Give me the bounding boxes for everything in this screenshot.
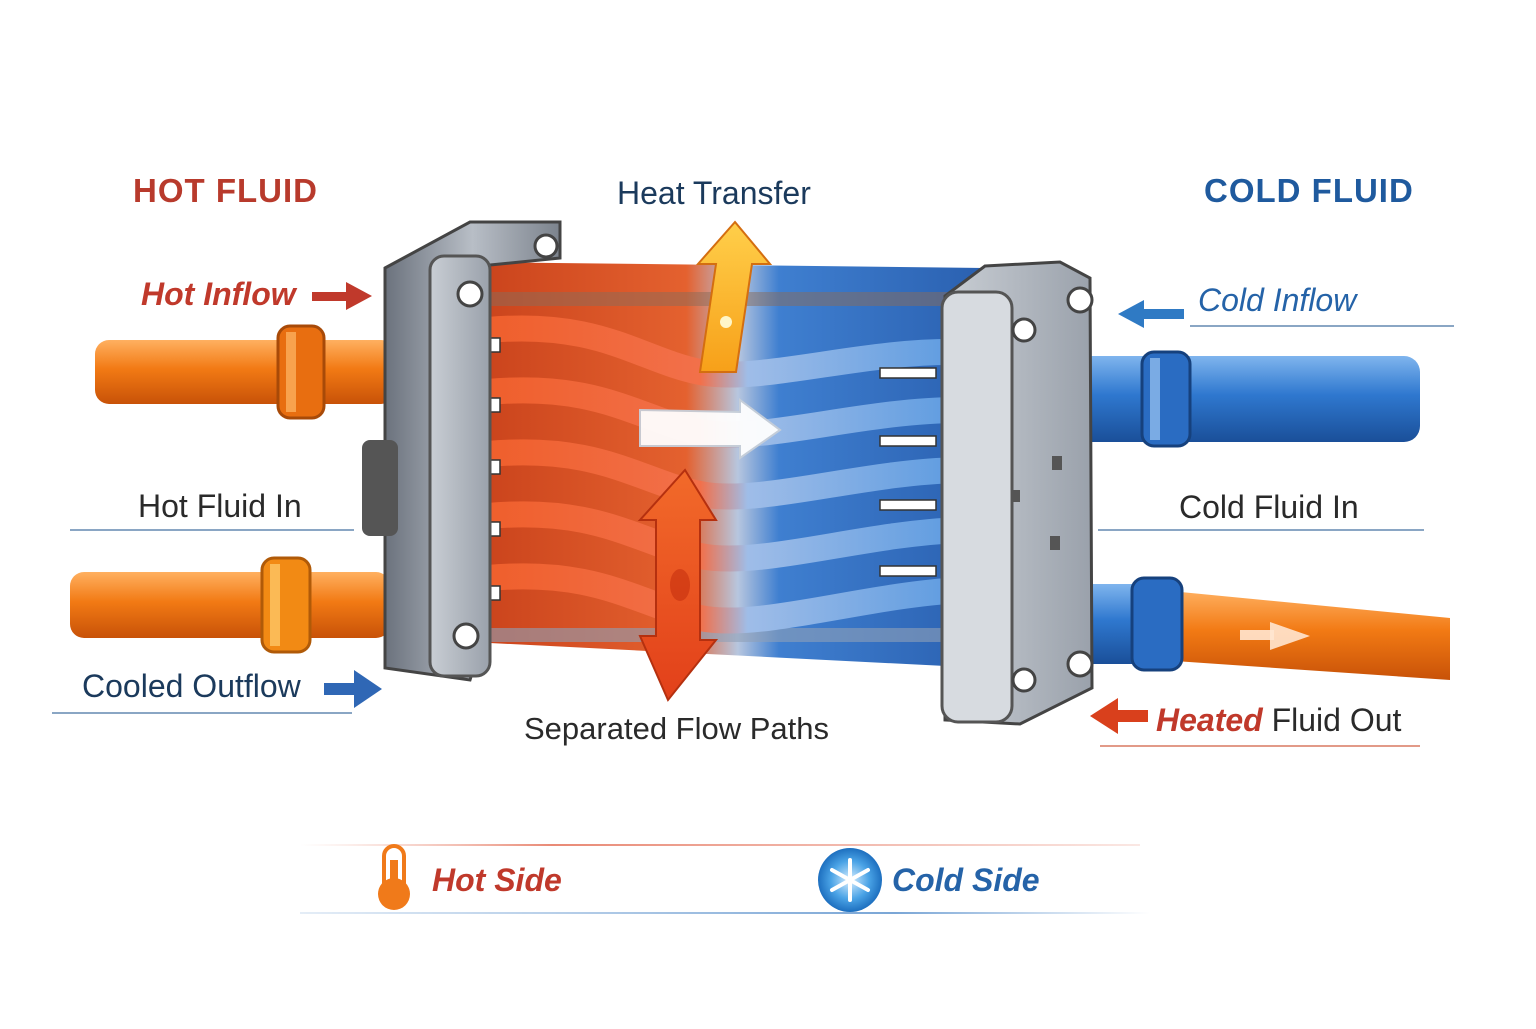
cooled-outflow-label: Cooled Outflow [82,668,301,704]
thermometer-icon [378,844,410,910]
legend-cold-side: Cold Side [892,862,1040,898]
label-rules [52,325,1454,914]
separated-flow-arrow [637,468,719,702]
cold-fluid-in-label: Cold Fluid In [1179,489,1359,525]
heat-transfer-arrow [695,220,773,373]
hot-fluid-title: HOT FLUID [133,172,318,209]
left-end-plate [362,220,562,682]
hot-inflow-arrow-icon [312,282,372,310]
separated-flow-paths-label: Separated Flow Paths [524,711,830,746]
legend-hot-side: Hot Side [432,862,562,898]
heated-outlet-pipe [1040,576,1450,680]
cold-inlet-pipe [1040,350,1420,448]
cold-fluid-title: COLD FLUID [1204,172,1414,209]
heated-out-arrow-icon [1090,698,1148,734]
hot-inflow-label: Hot Inflow [141,276,296,312]
heat-transfer-label: Heat Transfer [617,175,811,211]
heated-word: Heated [1156,702,1263,738]
hot-outlet-pipe [70,556,390,654]
cooled-outflow-arrow-icon [324,670,382,708]
transfer-direction-arrow [639,398,782,460]
cold-inflow-arrow-icon [1118,300,1184,328]
cold-inflow-label: Cold Inflow [1198,282,1357,318]
hot-fluid-in-label: Hot Fluid In [138,488,302,524]
heated-fluid-out-label: Heated Fluid Out [1156,704,1401,736]
right-end-plate [940,260,1094,726]
snowflake-icon [818,848,882,912]
hot-inlet-pipe [95,324,395,420]
fluid-out-word: Fluid Out [1262,702,1402,738]
